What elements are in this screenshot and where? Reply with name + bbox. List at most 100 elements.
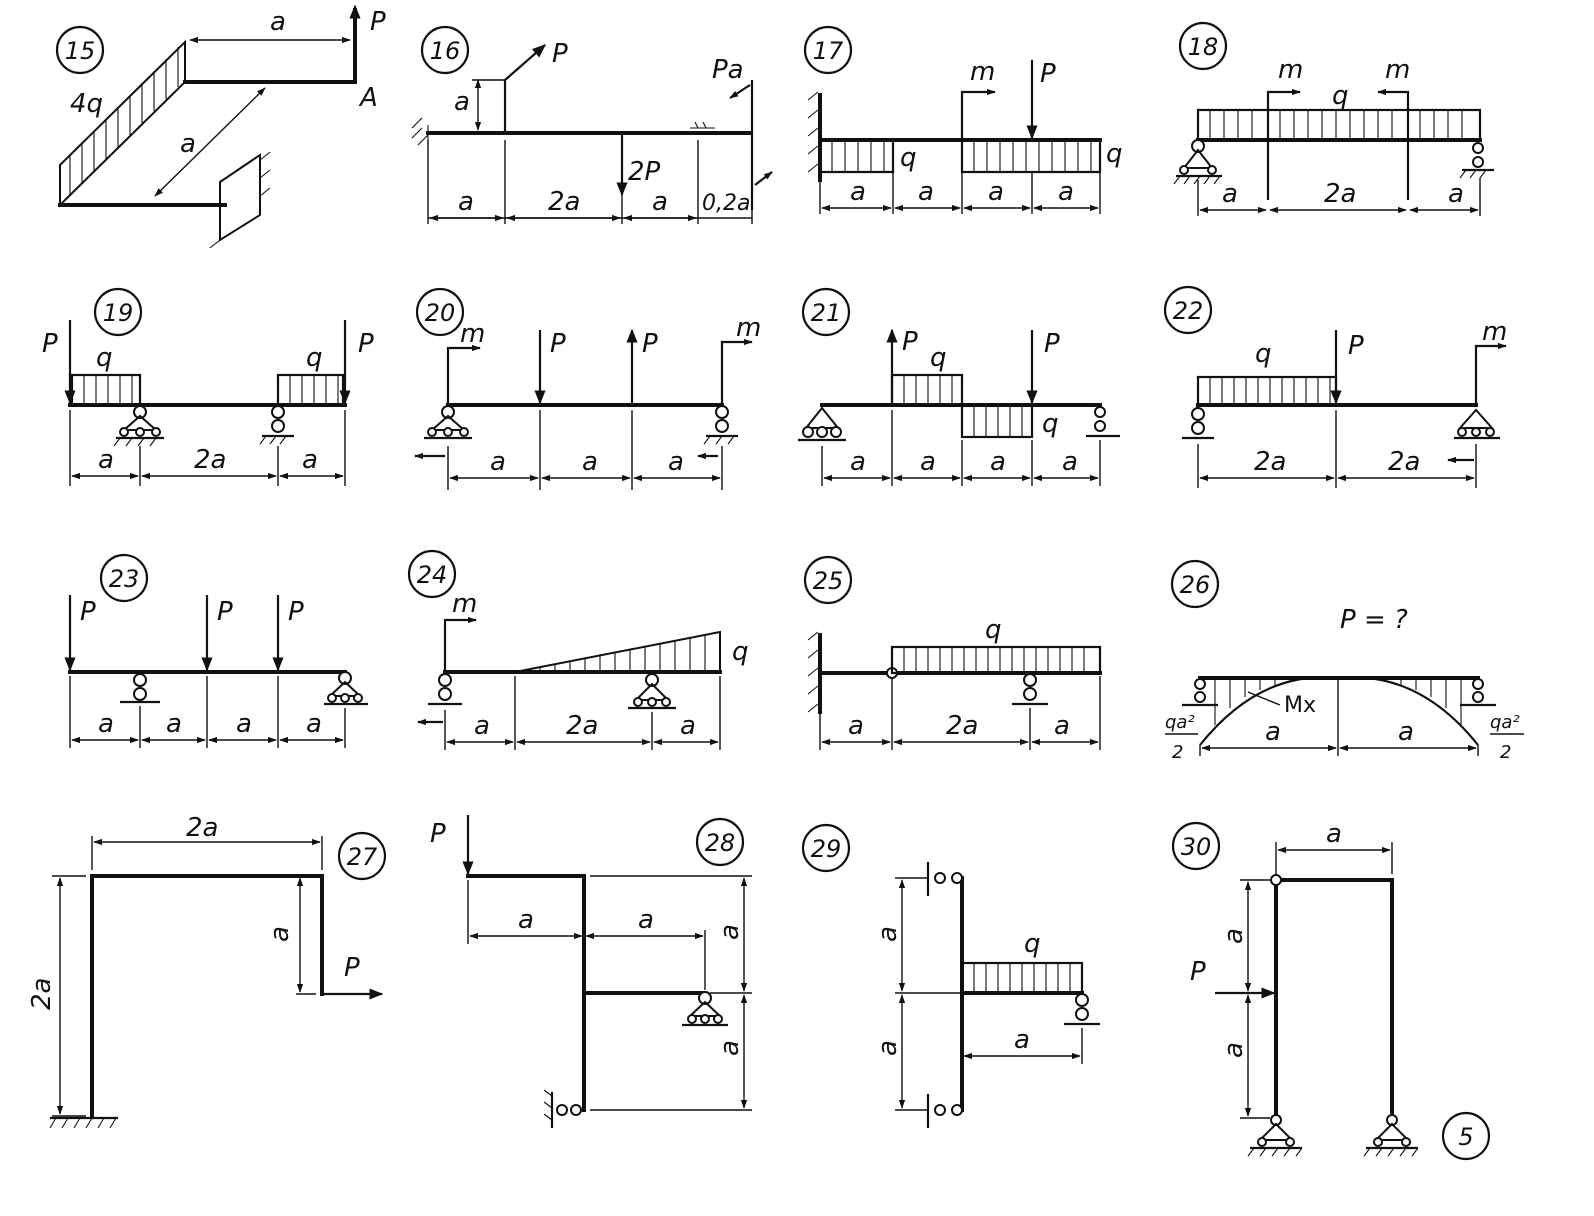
problem-number: 30 (1181, 833, 1212, 861)
problem-number: 26 (1180, 571, 1211, 599)
dim-label: a (918, 177, 934, 207)
dim-label: a (454, 87, 470, 117)
dim-label: a (458, 187, 474, 217)
force-label: P (1044, 329, 1060, 359)
force-label: P (344, 953, 360, 983)
force-label: P (1040, 59, 1056, 89)
load-label: q (930, 343, 947, 373)
problem-25: 25 q a 2a a (803, 555, 1102, 750)
dim-label: a (302, 445, 318, 475)
moment-label: m (1278, 55, 1303, 85)
load-label: 4q (70, 89, 103, 119)
dim-label: a (848, 711, 864, 741)
force-label: P (552, 39, 568, 69)
force-label: P (370, 7, 386, 37)
force-label: P (217, 597, 233, 627)
problem-number-circle (55, 25, 105, 75)
dim-label: a (98, 445, 114, 475)
force-label: P (358, 329, 374, 359)
force-label: P (80, 597, 96, 627)
problem-30: 30 P a a a (1171, 819, 1419, 1157)
dim-label: 2a (27, 978, 57, 1010)
load-label: q (985, 615, 1002, 645)
dim-label: a (652, 187, 668, 217)
force-label: P (902, 327, 918, 357)
dim-label: a (490, 447, 506, 477)
problem-17: 17 q q m P a a a a (803, 25, 1123, 214)
problem-23: 23 P P P a a a a (64, 553, 368, 748)
point-label: A (358, 83, 378, 113)
load-label: q (1255, 339, 1272, 369)
problem-number: 16 (430, 37, 461, 65)
moment-label: m (736, 313, 761, 343)
problem-number: 19 (103, 299, 134, 327)
problem-20: 20 m m P P a a a (414, 287, 761, 490)
problem-28: 28 P a a a a (430, 815, 752, 1128)
dim-label: 2a (946, 711, 978, 741)
problem-26: 26 P = ? Mx qa² 2 qa² 2 a a (1165, 559, 1524, 763)
fraction-den: 2 (1172, 742, 1183, 763)
force-label: P (42, 329, 58, 359)
moment-label: m (460, 319, 485, 349)
dim-label: 2a (1324, 179, 1356, 209)
dim-label: a (236, 709, 252, 739)
dim-label: a (265, 926, 295, 942)
dim-label: a (1219, 1042, 1249, 1058)
dim-label: a (1054, 711, 1070, 741)
force-label: P (550, 329, 566, 359)
dim-label: 2a (566, 711, 598, 741)
dim-label: a (1062, 447, 1078, 477)
page-number-circle (1441, 1111, 1491, 1161)
load-label: q (900, 143, 917, 173)
page-number: 5 (1458, 1123, 1473, 1151)
problem-number: 27 (347, 843, 378, 871)
dim-label: a (270, 7, 286, 37)
moment-label: m (970, 57, 995, 87)
load-label: q (1106, 139, 1123, 169)
dim-label: a (920, 447, 936, 477)
problem-24: 24 q m a 2a a (407, 549, 749, 750)
dim-label: a (715, 924, 745, 940)
problem-number: 24 (417, 561, 448, 589)
problem-number: 29 (811, 835, 842, 863)
problem-16: 16 P a 2P Pa a 2a a 0,2a (411, 25, 773, 224)
problem-27: 27 P 2a 2a a (27, 813, 387, 1129)
problem-number: 15 (65, 37, 96, 65)
problem-19: 19 P P q q a 2a a (42, 287, 374, 486)
dim-label: a (1265, 717, 1281, 747)
moment-label: Mx (1284, 693, 1316, 718)
load-label: q (1332, 81, 1349, 111)
moment-label: Pa (712, 55, 744, 85)
fraction-den: 2 (1500, 742, 1511, 763)
dim-label: a (98, 709, 114, 739)
dim-label: a (1014, 1025, 1030, 1055)
problem-number: 17 (813, 37, 844, 65)
force-label: P (642, 329, 658, 359)
force-label: P (288, 597, 304, 627)
moment-label: m (1482, 317, 1507, 347)
problem-number: 28 (705, 829, 736, 857)
fraction-num: qa² (1490, 712, 1520, 733)
dim-label: a (988, 177, 1004, 207)
problem-number: 21 (811, 299, 842, 327)
dim-label: a (582, 447, 598, 477)
dim-label: a (166, 709, 182, 739)
force-label: P (1190, 957, 1206, 987)
load-label: q (96, 343, 113, 373)
problem-number: 25 (813, 567, 844, 595)
dim-label: a (474, 711, 490, 741)
dim-label: a (1398, 717, 1414, 747)
dim-label: 2a (1254, 447, 1286, 477)
dim-label: a (1219, 928, 1249, 944)
load-label: q (1042, 409, 1059, 439)
load-label: q (1024, 929, 1041, 959)
dim-label: a (306, 709, 322, 739)
dim-label: a (638, 905, 654, 935)
force-label: 2P (628, 157, 661, 187)
dim-label: a (1326, 819, 1342, 849)
dim-label: a (715, 1040, 745, 1056)
dim-label: a (873, 926, 903, 942)
problem-number: 22 (1173, 297, 1204, 325)
force-label: P (430, 819, 446, 849)
